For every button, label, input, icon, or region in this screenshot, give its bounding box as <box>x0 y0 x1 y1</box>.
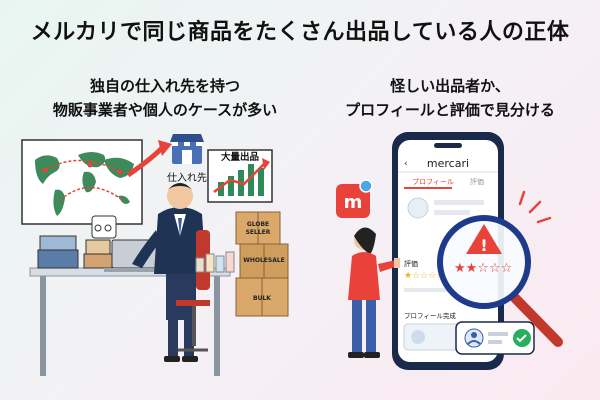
app-name: mercari <box>427 157 469 170</box>
check-icon <box>513 329 531 347</box>
tab-reviews[interactable]: 評価 <box>470 177 484 186</box>
box-label-2: SELLER <box>246 229 271 236</box>
right-subtitle: 怪しい出品者か、 プロフィールと評価で見分ける <box>310 74 590 122</box>
right-subtitle-line1: 怪しい出品者か、 <box>390 77 510 95</box>
warning-icon: ! <box>466 224 502 255</box>
magnified-star-rating: ★★☆☆☆ <box>454 261 512 276</box>
chart-label: 大量出品 <box>221 151 259 163</box>
store-icon <box>170 134 204 164</box>
product-stack <box>37 215 117 269</box>
box-label-4: BULK <box>253 295 271 302</box>
avatar <box>407 197 429 219</box>
tab-profile[interactable]: プロフィール <box>412 178 454 186</box>
back-icon[interactable]: ‹ <box>404 159 408 169</box>
svg-text:!: ! <box>480 236 487 255</box>
headline: メルカリで同じ商品をたくさん出品している人の正体 <box>30 20 570 45</box>
magnifying-glass <box>437 215 563 347</box>
arrow-icon <box>126 146 164 178</box>
rating-label: 評価 <box>404 259 418 268</box>
app-icon-letter: m <box>344 192 363 213</box>
alert-rays-icon <box>518 190 552 224</box>
left-subtitle: 独自の仕入れ先を持つ 物販事業者や個人のケースが多い <box>20 74 310 122</box>
sales-chart-card <box>207 149 273 203</box>
profile-complete-label: プロフィール完成 <box>404 311 456 320</box>
supplier-label: 仕入れ先 <box>167 171 207 184</box>
mercari-app-icon: m <box>336 179 373 218</box>
verified-profile-bubble <box>455 321 535 355</box>
right-subtitle-line2: プロフィールと評価で見分ける <box>345 101 555 119</box>
phone-star-rating: ★☆☆☆☆ <box>404 271 444 281</box>
box-label-1: GLOBE <box>247 221 269 228</box>
businessman <box>132 183 206 362</box>
woman-with-phone <box>348 227 400 358</box>
product-bottles <box>195 251 235 273</box>
cardboard-boxes <box>235 211 289 317</box>
left-subtitle-line1: 独自の仕入れ先を持つ <box>89 77 240 95</box>
world-map <box>21 139 143 225</box>
box-label-3: WHOLESALE <box>243 257 285 264</box>
left-subtitle-line2: 物販事業者や個人のケースが多い <box>52 101 278 119</box>
